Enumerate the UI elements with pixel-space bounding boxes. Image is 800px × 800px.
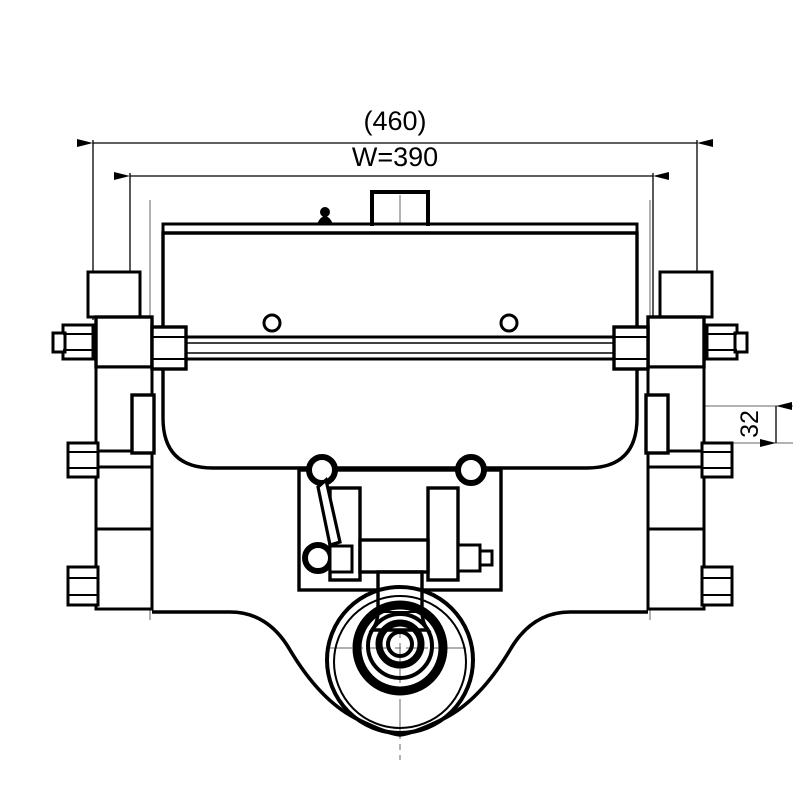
mechanism-pivot-bolt-right xyxy=(455,454,487,486)
right-inner-pad xyxy=(644,393,670,455)
hub-second-circle xyxy=(333,595,467,729)
tie-rod-assembly xyxy=(183,313,617,361)
left-bolt-upper xyxy=(51,323,95,361)
housing-top-bump-cap xyxy=(320,207,330,217)
right-column-lower-block xyxy=(646,465,706,531)
left-pin-boss xyxy=(262,313,282,333)
left-column-upper-block xyxy=(86,270,142,319)
right-bolt-head-upper xyxy=(705,323,739,361)
right-column-foot-block xyxy=(646,527,706,611)
hub-bearing-ring-mid xyxy=(366,612,434,680)
left-rod-nut xyxy=(150,325,188,371)
hub-bearing-ring-inner xyxy=(375,619,425,669)
left-bolt-head-upper xyxy=(61,323,95,361)
hub-outer-circle xyxy=(325,585,475,735)
right-column-bearing-block xyxy=(646,315,706,369)
right-bolt-group xyxy=(612,323,749,607)
left-bolt-head-middle xyxy=(66,441,100,479)
mechanism-right-plate xyxy=(426,486,460,582)
left-column-lower-block xyxy=(94,465,154,531)
housing-top-bump xyxy=(316,216,334,225)
top-bracket-outline xyxy=(370,190,430,226)
hub-bearing-ring-outer xyxy=(352,600,448,696)
left-bolt-middle xyxy=(66,441,100,479)
top-center-bracket xyxy=(370,190,430,226)
left-inner-pad xyxy=(130,393,156,455)
dim-label-overall-width: (460) xyxy=(363,106,426,136)
right-bolt-lower xyxy=(700,565,734,607)
wheel-hub-assembly xyxy=(325,585,475,735)
mechanism-pivot-bolt-left xyxy=(306,454,338,486)
right-bolt-head-lower xyxy=(700,565,734,607)
center-mechanism xyxy=(297,454,503,592)
right-rod-nut xyxy=(612,325,650,371)
right-side-frame xyxy=(644,270,714,611)
mechanism-pivot-bolt-lower-left xyxy=(302,542,334,574)
right-bolt-head-middle xyxy=(700,441,734,479)
left-bolt-head-lower xyxy=(66,565,100,607)
tie-rod-shaft xyxy=(183,335,617,361)
mechanism-right-stud-tip xyxy=(478,549,494,567)
left-bolt-group xyxy=(51,323,188,607)
right-column-upper-block xyxy=(658,270,714,319)
left-bolt-shank-upper xyxy=(51,331,67,354)
left-side-frame xyxy=(86,270,156,611)
hub-bore xyxy=(386,630,414,658)
right-bolt-shank-upper xyxy=(733,331,749,354)
mechanism-center-block xyxy=(358,538,430,574)
right-pin-boss xyxy=(499,313,519,333)
right-bolt-upper xyxy=(705,323,749,361)
mechanism-right-stud xyxy=(456,543,482,573)
dim-label-inner-width: W=390 xyxy=(352,142,438,172)
left-column-bearing-block xyxy=(94,315,154,369)
left-column-foot-block xyxy=(94,527,154,611)
right-bolt-middle xyxy=(700,441,734,479)
left-bolt-lower xyxy=(66,565,100,607)
mechanism-left-stud xyxy=(328,544,354,574)
dim-label-edge-height: 32 xyxy=(736,410,764,438)
